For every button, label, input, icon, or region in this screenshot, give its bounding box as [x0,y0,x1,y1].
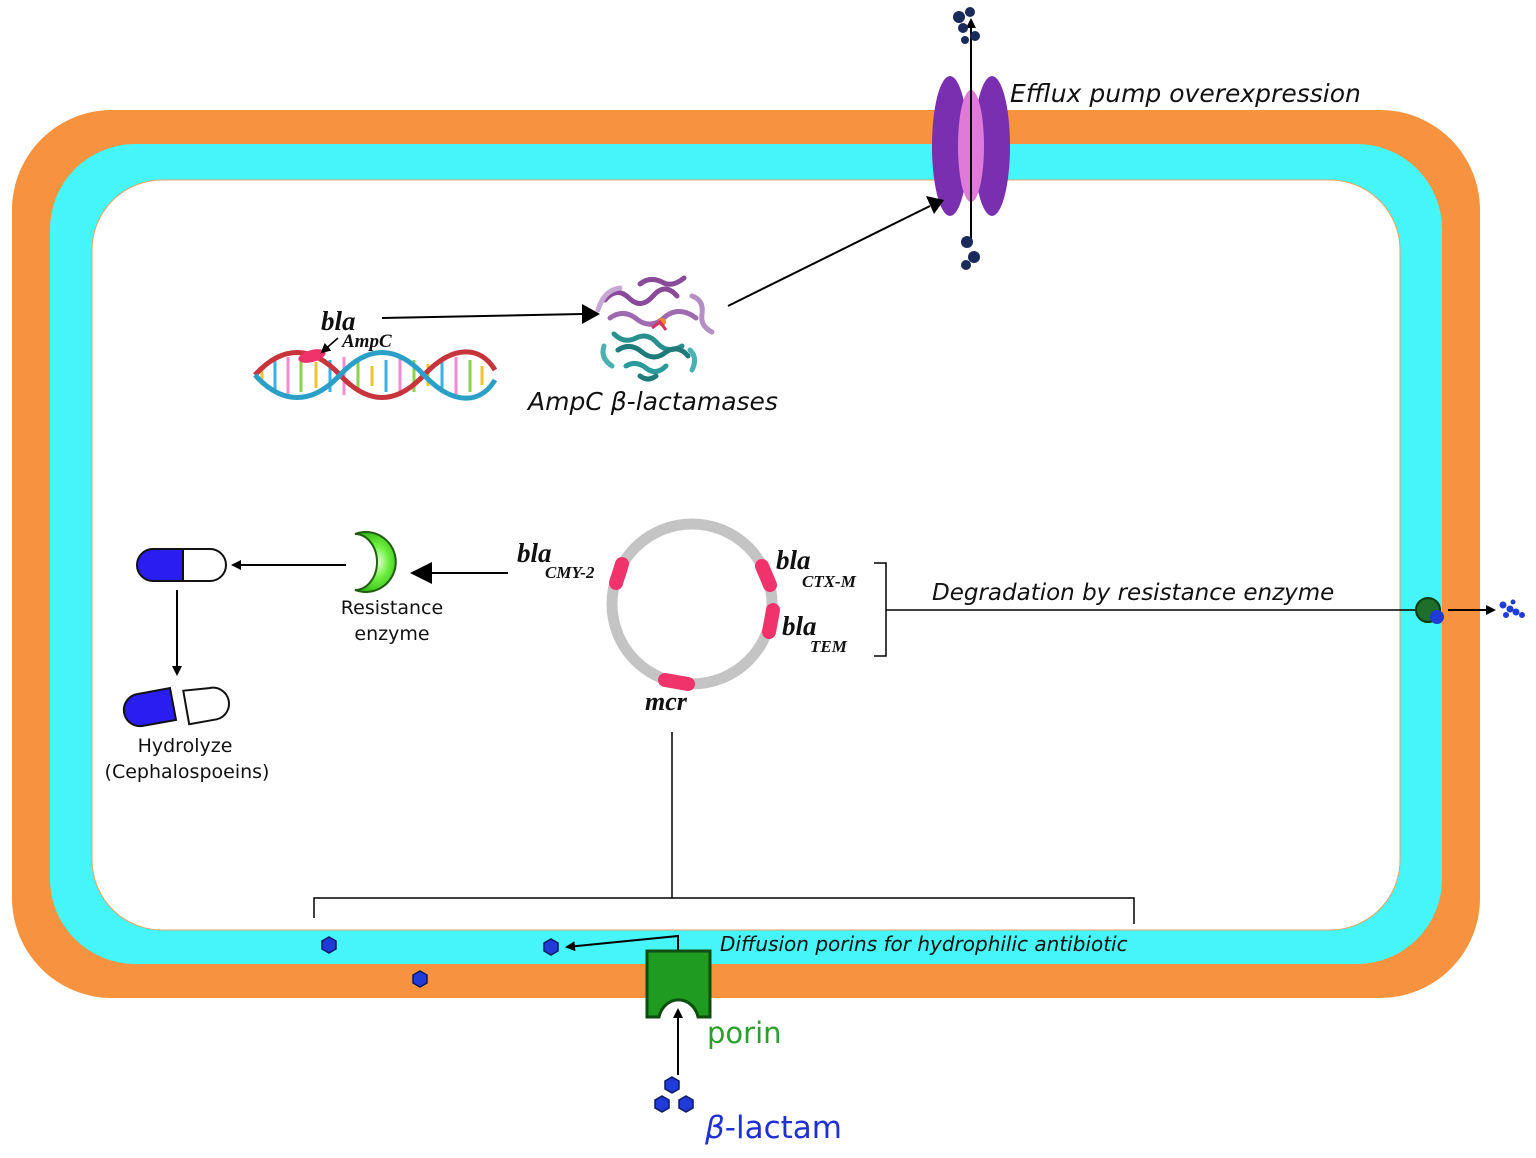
bla-cmy-subscript: CMY-2 [545,563,595,582]
resistance-enzyme-label-line2: enzyme [354,623,429,645]
ampc-enzyme-label: AmpC β-lactamases [526,387,778,416]
porin-label: porin [707,1016,782,1050]
gene-marker-mcr [658,673,695,691]
plasmid-gene-markers [609,557,780,691]
gene-marker-tem [762,603,780,639]
dna-helix-icon [253,349,498,401]
gene-to-enzyme-arrow [381,313,583,319]
bla-ampc-pointer [320,337,339,354]
intact-drug-capsule-icon [136,548,227,582]
beta-lactam-hexagon-icon [678,1095,694,1113]
degradation-label: Degradation by resistance enzyme [932,580,1334,606]
enzyme-to-efflux-arrowhead [926,196,944,214]
bla-ampc-subscript: AmpC [341,331,392,352]
beta-lactam-hexagon-icon [412,970,428,988]
membrane-enzyme-complex-icon [1415,597,1444,624]
bla-tem-label: bla [782,611,817,641]
bla-cmy-label: bla [517,538,552,568]
efflux-pump-icon [932,76,1010,216]
degraded-fragments-icon [1499,599,1525,618]
resistance-enzyme-label-line1: Resistance [341,597,443,619]
resistance-enzyme-icon [354,531,397,593]
mcr-label: mcr [645,687,688,716]
gene-marker-cmy [609,557,629,590]
bla-ampc-gene-marker [298,349,326,363]
extracellular-beta-lactam-cluster [654,1076,694,1113]
gene-marker-ctx [755,559,777,592]
gene-to-enzyme-arrowhead [582,304,600,324]
beta-lactam-text: -lactam [725,1110,842,1146]
porin-to-periplasm-arrow [565,934,679,952]
ampc-protein-structure-icon [595,275,715,382]
porin-icon [645,949,712,1019]
periplasmic-beta-lactam-molecules [321,936,559,988]
hydrolyze-label-line1: Hydrolyze [138,735,233,757]
effluxed-molecules-icon [953,7,980,270]
cytoplasm [91,179,1401,931]
bla-ctx-label: bla [776,545,811,575]
beta-lactam-hexagon-icon [543,938,559,956]
bla-tem-subscript: TEM [810,637,848,656]
diffusion-label: Diffusion porins for hydrophilic antibio… [720,932,1128,956]
beta-lactam-hexagon-icon [664,1076,680,1094]
hydrolyze-label-line2: (Cephalospoeins) [105,761,270,783]
lower-bracket [313,897,1135,924]
hydrolyzed-capsule-icon [122,686,230,728]
beta-lactam-hexagon-icon [654,1095,670,1113]
beta-lactam-hexagon-icon [321,936,337,954]
bla-ampc-label: bla [321,306,356,336]
efflux-label: Efflux pump overexpression [1010,79,1361,108]
bla-ctx-subscript: CTX-M [802,572,857,591]
beta-symbol: β [704,1110,725,1146]
enzyme-to-efflux-arrow [727,205,931,307]
beta-lactam-label: β-lactam [704,1110,842,1146]
cmy-to-enzyme-arrowhead [410,562,432,584]
